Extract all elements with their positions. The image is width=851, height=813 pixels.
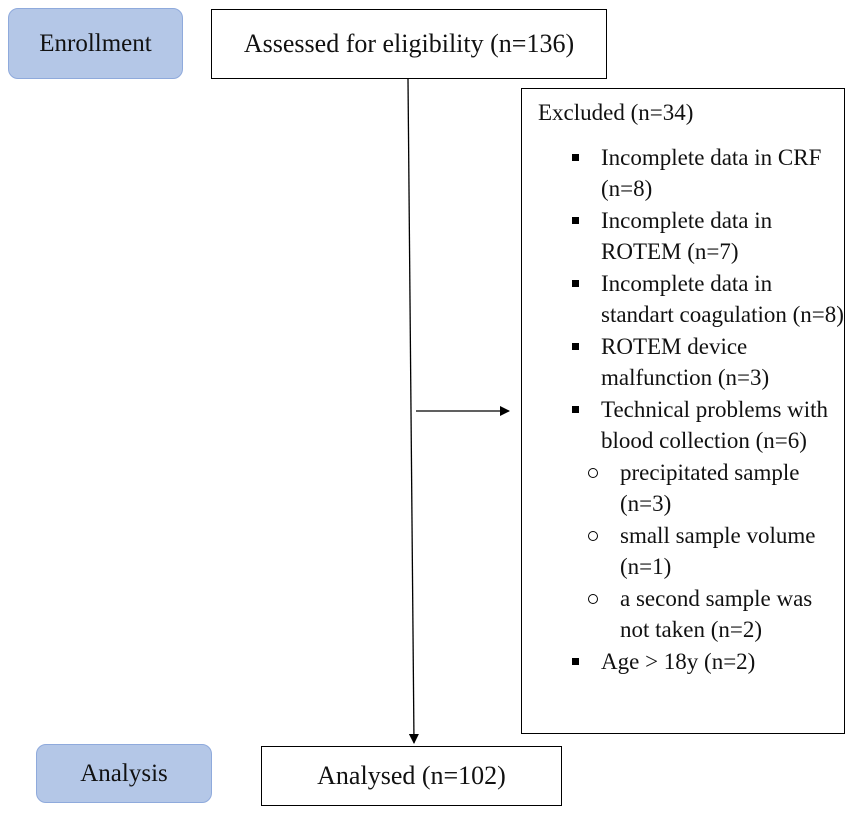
exclusion-reason: ROTEM device malfunction (n=3) [538, 331, 844, 394]
exclusion-reason-text: Incomplete data in ROTEM (n=7) [601, 207, 773, 265]
exclusion-reason: Incomplete data in ROTEM (n=7) [538, 205, 844, 268]
exclusion-reason-text: Technical problems with blood collection… [601, 396, 829, 454]
main-flow-arrow [407, 78, 419, 744]
analysed-box: Analysed (n=102) [261, 746, 562, 806]
exclusion-reason: Incomplete data in standart coagulation … [538, 268, 844, 331]
excluded-title: Excluded (n=34) [538, 100, 694, 125]
exclusion-reason: Incomplete data in CRF (n=8) [538, 142, 844, 205]
analysis-stage-label: Analysis [36, 744, 212, 803]
exclusion-reason-text: ROTEM device malfunction (n=3) [601, 333, 770, 391]
exclusion-reason-text: Incomplete data in CRF (n=8) [601, 144, 822, 202]
exclusion-subreason: precipitated sample (n=3) [538, 457, 844, 520]
exclusion-reason: Technical problems with blood collection… [538, 394, 844, 646]
exclusion-reason-text: Incomplete data in standart coagulation … [601, 270, 844, 328]
assessed-for-eligibility-box: Assessed for eligibility (n=136) [211, 9, 607, 79]
exclusion-subreason: small sample volume (n=1) [538, 520, 844, 583]
exclusion-reason-text: Age > 18y (n=2) [601, 648, 756, 674]
exclusion-subreason: a second sample was not taken (n=2) [538, 583, 844, 646]
enrollment-stage-label: Enrollment [8, 8, 183, 79]
excluded-box: Excluded (n=34) Incomplete data in CRF (… [521, 88, 845, 734]
exclusion-subreasons-list: precipitated sample (n=3) small sample v… [538, 457, 844, 646]
exclusion-reason: Age > 18y (n=2) [538, 646, 844, 678]
exclusion-reasons-list: Incomplete data in CRF (n=8) Incomplete … [538, 142, 844, 678]
